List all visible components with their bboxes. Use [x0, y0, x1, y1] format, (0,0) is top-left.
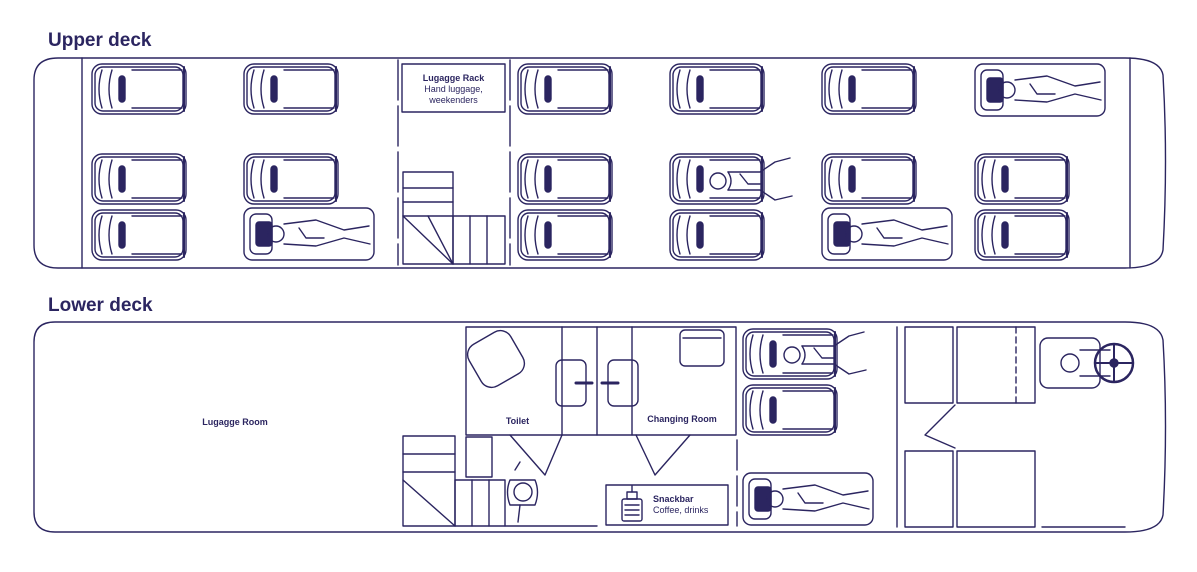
snackbar-box — [605, 484, 729, 526]
luggage-rack-box — [401, 63, 506, 113]
snackbar-desc: Coffee, drinks — [653, 505, 709, 515]
snackbar-title: Snackbar — [653, 494, 694, 504]
toilet-icon — [466, 329, 526, 389]
changing-room-label: Changing Room — [647, 414, 717, 424]
lower-passenger-recliner — [742, 472, 874, 526]
upper-deck-outline — [33, 57, 1167, 269]
luggage-rack-desc-2: weekenders — [429, 95, 478, 105]
lower-deck-outline — [33, 321, 1167, 533]
standing-passenger-icon — [506, 461, 539, 523]
upper-passenger-front — [974, 63, 1106, 117]
upper-deck-title: Upper deck — [48, 30, 152, 51]
coffee-machine-icon — [621, 485, 643, 522]
toilet-label: Toilet — [505, 416, 530, 426]
luggage-room-label: Lugagge Room — [202, 417, 268, 427]
lower-deck-title: Lower deck — [48, 295, 153, 316]
snackbar-label: Snackbar Coffee, drinks — [653, 494, 727, 516]
upper-passenger-left — [243, 207, 375, 261]
upper-passenger-right — [821, 207, 953, 261]
upper-stairs-icon — [402, 171, 506, 265]
luggage-rack-title: Lugagge Rack — [422, 73, 485, 83]
luggage-rack-desc-1: Hand luggage, — [424, 84, 483, 94]
luggage-rack-label: Lugagge Rack Hand luggage, weekenders — [402, 73, 505, 106]
lower-stairs-icon — [402, 435, 506, 527]
steering-wheel-icon — [1093, 342, 1135, 384]
